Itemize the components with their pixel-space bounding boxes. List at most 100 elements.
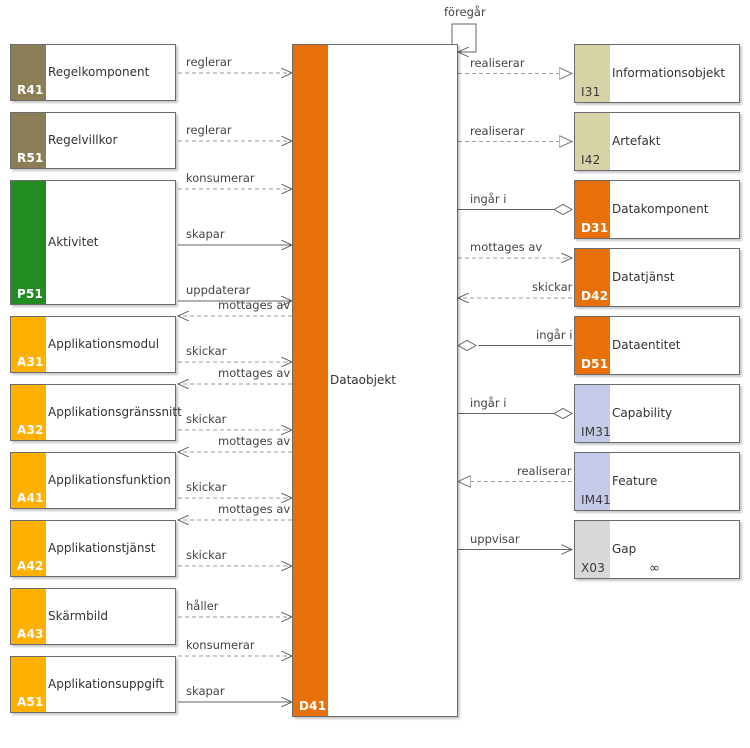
- element-code: D42: [581, 289, 609, 303]
- center-type-stripe: [293, 45, 328, 716]
- edge-label-realiserar: realiserar: [470, 123, 525, 138]
- element-type-stripe: [575, 113, 610, 170]
- element-type-stripe: [11, 521, 46, 576]
- element-type-stripe: [11, 45, 46, 100]
- element-type-stripe: [575, 317, 610, 374]
- element-name: Feature: [612, 473, 658, 488]
- element-name: Capability: [612, 405, 673, 420]
- element-name: Informationsobjekt: [612, 65, 726, 80]
- element-type-stripe: [11, 317, 46, 372]
- element-code: A43: [17, 627, 44, 641]
- element-type-stripe: [11, 657, 46, 712]
- edge-label-skickar: skickar: [186, 548, 227, 562]
- element-type-stripe: [575, 249, 610, 306]
- edge-label-ingar-i: ingår i: [536, 327, 573, 342]
- edge-label-skapar: skapar: [186, 684, 225, 698]
- edge-label-skickar: skickar: [186, 480, 227, 494]
- left-element-applikationsfunktion[interactable]: A41 Applikationsfunktion: [10, 452, 176, 509]
- element-type-stripe: [575, 45, 610, 102]
- edge-label-konsumerar: konsumerar: [186, 638, 255, 652]
- edge-label-ingar-i: ingår i: [470, 395, 507, 410]
- edge-label-mottages-av: mottages av: [218, 502, 291, 516]
- element-name: Regelkomponent: [48, 64, 150, 79]
- element-code: I42: [581, 153, 601, 167]
- element-type-stripe: [11, 113, 46, 168]
- element-name: Datatjänst: [612, 269, 675, 284]
- left-element-skarmbild[interactable]: A43 Skärmbild: [10, 588, 176, 645]
- element-code: IM31: [581, 425, 611, 439]
- element-type-stripe: [11, 181, 46, 304]
- element-name: Applikationsgränssnitt: [48, 404, 182, 419]
- element-name: Applikationsuppgift: [48, 676, 164, 691]
- element-code: IM41: [581, 493, 611, 507]
- left-element-regelkomponent[interactable]: R41 Regelkomponent: [10, 44, 176, 101]
- element-code: R41: [17, 83, 44, 97]
- element-type-stripe: [575, 385, 610, 442]
- edge-label-skickar: skickar: [186, 412, 227, 426]
- edge-label-haller: håller: [186, 599, 219, 613]
- element-code: A32: [17, 423, 44, 437]
- edge-label-uppvisar: uppvisar: [470, 531, 520, 546]
- gap-icon: ∞: [649, 561, 660, 576]
- element-code: P51: [17, 287, 44, 301]
- right-element-informationsobjekt[interactable]: I31 Informationsobjekt: [574, 44, 740, 103]
- center-name: Dataobjekt: [330, 373, 396, 387]
- element-name: Skärmbild: [48, 608, 109, 623]
- edge-label-reglerar: reglerar: [186, 123, 232, 137]
- element-name: Regelvillkor: [48, 132, 118, 147]
- aggregation-diamond-icon: [552, 203, 574, 216]
- element-name: Artefakt: [612, 133, 661, 148]
- edge-label-ingar-i: ingår i: [470, 191, 507, 206]
- element-code: D31: [581, 221, 609, 235]
- element-name: Aktivitet: [48, 234, 99, 249]
- center-code: D41: [299, 699, 327, 713]
- left-element-applikationsgranssnitt[interactable]: A32 Applikationsgränssnitt: [10, 384, 182, 441]
- element-name: Dataentitet: [612, 337, 681, 352]
- edge-label-konsumerar: konsumerar: [186, 171, 255, 185]
- element-type-stripe: [575, 181, 610, 238]
- left-element-aktivitet[interactable]: P51 Aktivitet: [10, 180, 176, 305]
- element-code: A42: [17, 559, 44, 573]
- edge-label-skickar: skickar: [186, 344, 227, 358]
- element-code: D51: [581, 357, 609, 371]
- element-code: R51: [17, 151, 44, 165]
- aggregation-diamond-icon: [552, 407, 574, 420]
- right-element-gap[interactable]: X03 Gap ∞: [574, 520, 740, 579]
- element-code: A31: [17, 355, 44, 369]
- element-code: I31: [581, 85, 601, 99]
- edge-label-uppdaterar: uppdaterar: [186, 283, 251, 297]
- element-type-stripe: [575, 521, 610, 578]
- element-code: X03: [581, 561, 606, 575]
- element-type-stripe: [11, 385, 46, 440]
- self-loop-edge: [451, 23, 477, 52]
- edge-label-realiserar: realiserar: [470, 55, 525, 70]
- element-code: A41: [17, 491, 44, 505]
- left-element-regelvillkor[interactable]: R51 Regelvillkor: [10, 112, 176, 169]
- element-name: Applikationsfunktion: [48, 472, 171, 487]
- edge-label-mottages-av: mottages av: [218, 434, 291, 448]
- edge-label-skapar: skapar: [186, 227, 225, 241]
- edge-label-skickar: skickar: [532, 280, 573, 294]
- relationship-edges: [178, 23, 574, 702]
- left-element-applikationstjanst[interactable]: A42 Applikationstjänst: [10, 520, 176, 577]
- element-name: Gap: [612, 541, 637, 556]
- edge-label-mottages-av: mottages av: [218, 366, 291, 380]
- self-loop-label: föregår: [444, 5, 486, 19]
- aggregation-diamond-icon: [456, 339, 478, 352]
- element-type-stripe: [575, 453, 610, 510]
- element-type-stripe: [11, 589, 46, 644]
- center-element-dataobjekt[interactable]: D41 Dataobjekt: [292, 44, 458, 717]
- edge-label-realiserar: realiserar: [517, 463, 572, 478]
- element-type-stripe: [11, 453, 46, 508]
- right-element-artefakt[interactable]: I42 Artefakt: [574, 112, 740, 171]
- edge-label-reglerar: reglerar: [186, 55, 232, 69]
- element-name: Applikationstjänst: [48, 540, 156, 555]
